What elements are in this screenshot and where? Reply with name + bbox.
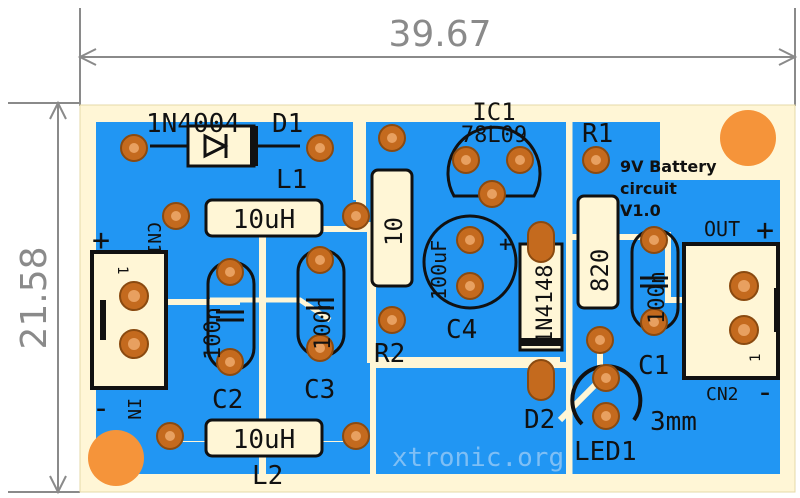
l1-ref-label: L1 (276, 165, 307, 195)
title-line-1: 9V Battery (620, 157, 717, 176)
diode-d2: 1N4148 D2 (518, 221, 564, 435)
mount-hole-bottom-left (88, 430, 144, 486)
capacitor-c4: 100uF + C4 (422, 214, 518, 345)
c1-value-label: 100n (645, 271, 670, 324)
regulator-ic1: IC1 78L09 (446, 98, 542, 208)
capacitor-c2: 100n C2 (201, 258, 256, 415)
led-led1: 3mm LED1 (570, 364, 697, 467)
height-dimension: 21.58 (8, 100, 80, 495)
d1-part-label: 1N4004 (146, 109, 240, 139)
ic1-ref-label: IC1 (472, 98, 515, 126)
c2-value-label: 100n (201, 307, 226, 360)
title-line-2: circuit (620, 179, 677, 198)
d2-part-label: 1N4148 (533, 265, 558, 344)
c1-ref-label: C1 (638, 351, 669, 381)
d1-ref-label: D1 (272, 109, 303, 139)
cn1-ref-label: CN1 (143, 222, 164, 255)
d2-ref-label: D2 (524, 405, 555, 435)
cn2-ref-label: CN2 (706, 384, 739, 405)
inductor-l1: 10uH L1 (162, 165, 370, 238)
diode-d1: 1N4004 D1 (120, 109, 334, 168)
height-dimension-label: 21.58 (14, 246, 55, 349)
connector-cn1: CN1 1 + - IN (90, 222, 168, 426)
c4-ref-label: C4 (446, 315, 477, 345)
l2-value-label: 10uH (233, 425, 296, 455)
c4-value-label: 100uF (427, 240, 451, 300)
width-dimension: 39.67 (77, 8, 798, 106)
resistor-r2: 10 R2 (370, 124, 414, 369)
capacitor-c1: 100n C1 (630, 226, 680, 381)
led-size-label: 3mm (650, 407, 697, 437)
mount-hole-top-right (720, 110, 776, 166)
r1-ref-label: R1 (582, 119, 613, 149)
logo-text: xtronic.org (392, 443, 564, 473)
r2-ref-label: R2 (374, 339, 405, 369)
cn2-plus-label: + (756, 213, 774, 248)
xtronic-logo: xtronic.org (392, 443, 564, 473)
cn1-in-label: IN (123, 398, 144, 420)
l1-value-label: 10uH (233, 205, 296, 235)
title-line-3: V1.0 (620, 201, 661, 220)
cn2-out-label: OUT (704, 217, 740, 241)
width-dimension-label: 39.67 (388, 14, 491, 55)
r2-value-label: 10 (380, 217, 408, 246)
c2-ref-label: C2 (212, 385, 243, 415)
r1-value-label: 820 (586, 249, 614, 292)
cn2-pin1-label: 1 (748, 354, 764, 362)
cn2-minus-label: - (756, 375, 774, 410)
l2-ref-label: L2 (252, 461, 283, 491)
resistor-r1: 820 R1 (576, 119, 620, 354)
connector-cn2: OUT + - 1 CN2 (682, 213, 780, 410)
led1-ref-label: LED1 (574, 437, 637, 467)
c3-ref-label: C3 (304, 375, 335, 405)
c3-value-label: 100n (311, 297, 336, 350)
ic1-part-label: 78L09 (461, 123, 527, 148)
board-title: 9V Battery circuit V1.0 (620, 157, 717, 220)
cn1-plus-label: + (92, 223, 110, 258)
cn1-pin1-label: 1 (114, 266, 130, 274)
capacitor-c3: 100n C3 (296, 246, 346, 405)
inductor-l2: 10uH L2 (156, 418, 370, 491)
cn1-minus-label: - (92, 391, 110, 426)
c4-plus-label: + (498, 234, 513, 255)
